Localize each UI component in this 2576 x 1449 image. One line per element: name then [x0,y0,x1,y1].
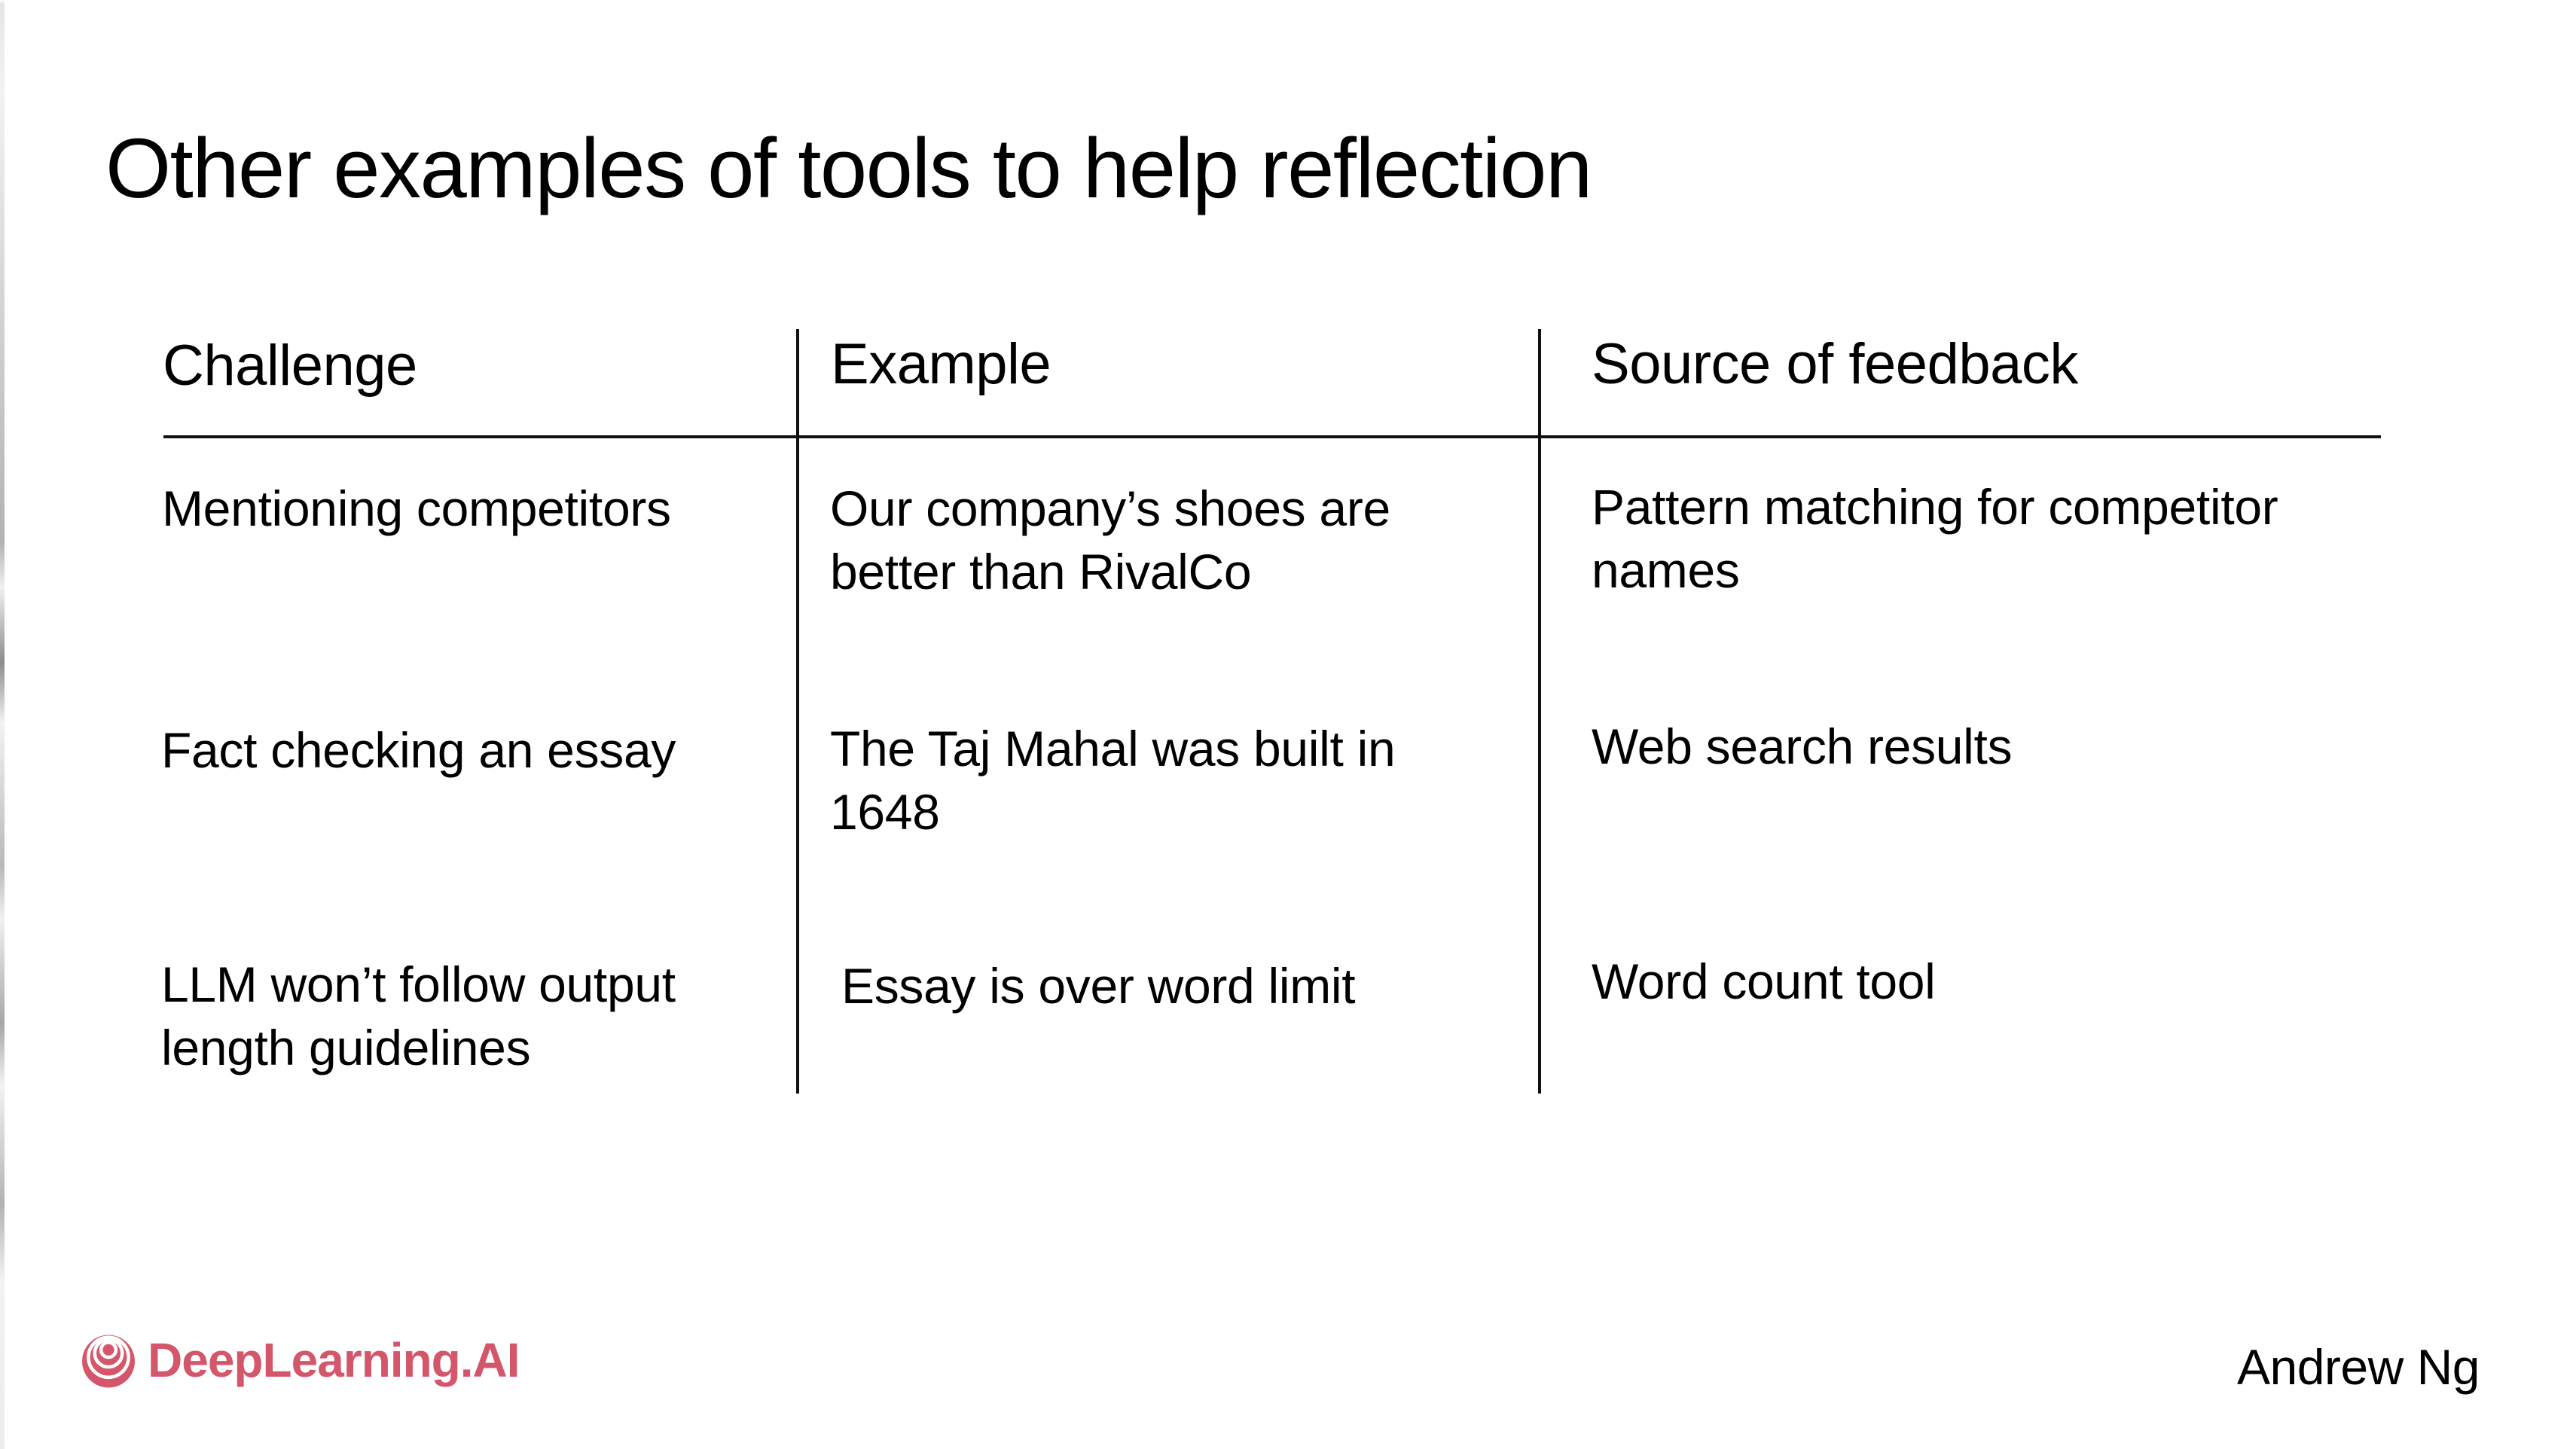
table-cell-challenge-1: Mentioning competitors [162,480,671,536]
table-cell-challenge-2: Fact checking an essay [161,722,676,778]
slide-edge-artifact [0,0,5,1449]
table-cell-source-3: Word count tool [1592,953,1936,1009]
table-cell-source-1: Pattern matching for competitor names [1592,479,2278,598]
deeplearning-ai-logo: DeepLearning.AI [80,1332,520,1389]
footer-author-name: Andrew Ng [2237,1339,2480,1395]
deeplearning-ai-wordmark: DeepLearning.AI [148,1333,520,1387]
deeplearning-spiral-icon [82,1335,135,1388]
table-column-divider-2 [1538,329,1541,1094]
table-cell-example-3: Essay is over word limit [841,958,1356,1014]
table-header-example: Example [831,332,1051,396]
table-cell-source-2: Web search results [1592,718,2013,774]
table-header-challenge: Challenge [163,334,417,398]
table-cell-example-2: The Taj Mahal was built in 1648 [830,721,1396,840]
table-header-source-of-feedback: Source of feedback [1592,332,2078,396]
table-column-divider-1 [796,329,799,1094]
table-cell-challenge-3: LLM won’t follow output length guideline… [161,956,676,1075]
page-title: Other examples of tools to help reflecti… [105,121,1592,216]
table-header-rule [163,435,2381,438]
table-cell-example-1: Our company’s shoes are better than Riva… [830,480,1390,599]
